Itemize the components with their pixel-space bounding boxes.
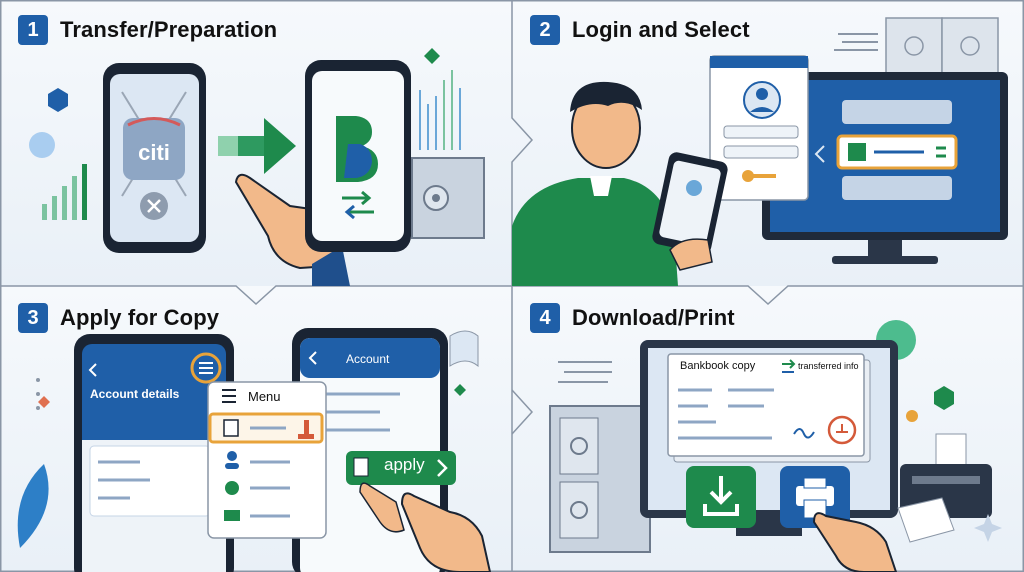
apply-button-shape [346, 451, 456, 485]
pointing-hand-icon [359, 482, 492, 572]
old-bank-phone: citi [103, 63, 206, 253]
doc-tag: transferred info [798, 361, 859, 371]
download-button-shape [686, 466, 756, 528]
stamp-icon [298, 420, 314, 439]
cube-icon [48, 88, 68, 112]
key-icon [742, 170, 776, 182]
printer-device [897, 433, 992, 543]
signature-mark [793, 428, 815, 439]
step-4-badge: 4 [530, 303, 560, 333]
old-bank-logo: citi [138, 140, 170, 165]
step-1-badge: 1 [18, 15, 48, 45]
person-illustration [512, 81, 678, 286]
step-3-badge: 3 [18, 303, 48, 333]
menu-title: Menu [248, 389, 281, 404]
info-icon [225, 481, 239, 495]
panel-4-illustration [549, 320, 1002, 572]
menu-card [207, 381, 327, 539]
login-window [709, 55, 809, 201]
bar-graph-decor [42, 164, 87, 220]
transfer-arrow-icon [218, 118, 296, 174]
left-phone-header: Account details [90, 387, 180, 401]
document-icon [353, 457, 369, 477]
diamond-decor [424, 48, 440, 64]
decor-circle [29, 132, 55, 158]
card-icon [224, 510, 240, 521]
swap-icon [782, 359, 796, 373]
dash-lines-decor [558, 361, 612, 383]
menu-button[interactable] [192, 354, 220, 382]
step-3-title: Apply for Copy [60, 305, 220, 330]
swap-icon [342, 190, 374, 220]
safe-icon [549, 405, 651, 553]
pointing-hand-icon [812, 512, 898, 572]
step-4-title: Download/Print [572, 305, 735, 330]
panel-2-illustration [512, 17, 1008, 286]
download-icon [703, 476, 739, 516]
person-phone [652, 152, 728, 271]
print-button[interactable] [780, 466, 850, 528]
step-2-badge: 2 [530, 15, 560, 45]
new-bank-phone [305, 60, 411, 252]
step-2-title: Login and Select [572, 17, 750, 42]
download-button[interactable] [686, 466, 756, 528]
document-icon [223, 419, 239, 437]
cube-icon [934, 386, 954, 410]
panel-3-illustration [17, 328, 492, 572]
data-bars-decor [419, 70, 461, 150]
printer-icon [796, 477, 834, 519]
apply-button[interactable]: apply [384, 455, 425, 474]
panel-1-illustration: citi [29, 48, 485, 286]
right-phone-header: Account [346, 352, 390, 366]
dash-lines-decor [834, 33, 878, 51]
print-button-shape [780, 466, 850, 528]
bankbook-document [667, 353, 871, 463]
sparkle-decor [974, 514, 1002, 542]
hamburger-icon [199, 362, 213, 374]
doc-title: Bankbook copy [680, 360, 756, 372]
account-details-phone [74, 334, 234, 572]
leaf-decor [17, 464, 49, 548]
safe-icon [411, 157, 485, 239]
step-1-title: Transfer/Preparation [60, 17, 278, 42]
stamp-icon [827, 415, 857, 445]
user-icon [225, 451, 239, 469]
dots-decor [36, 378, 40, 410]
